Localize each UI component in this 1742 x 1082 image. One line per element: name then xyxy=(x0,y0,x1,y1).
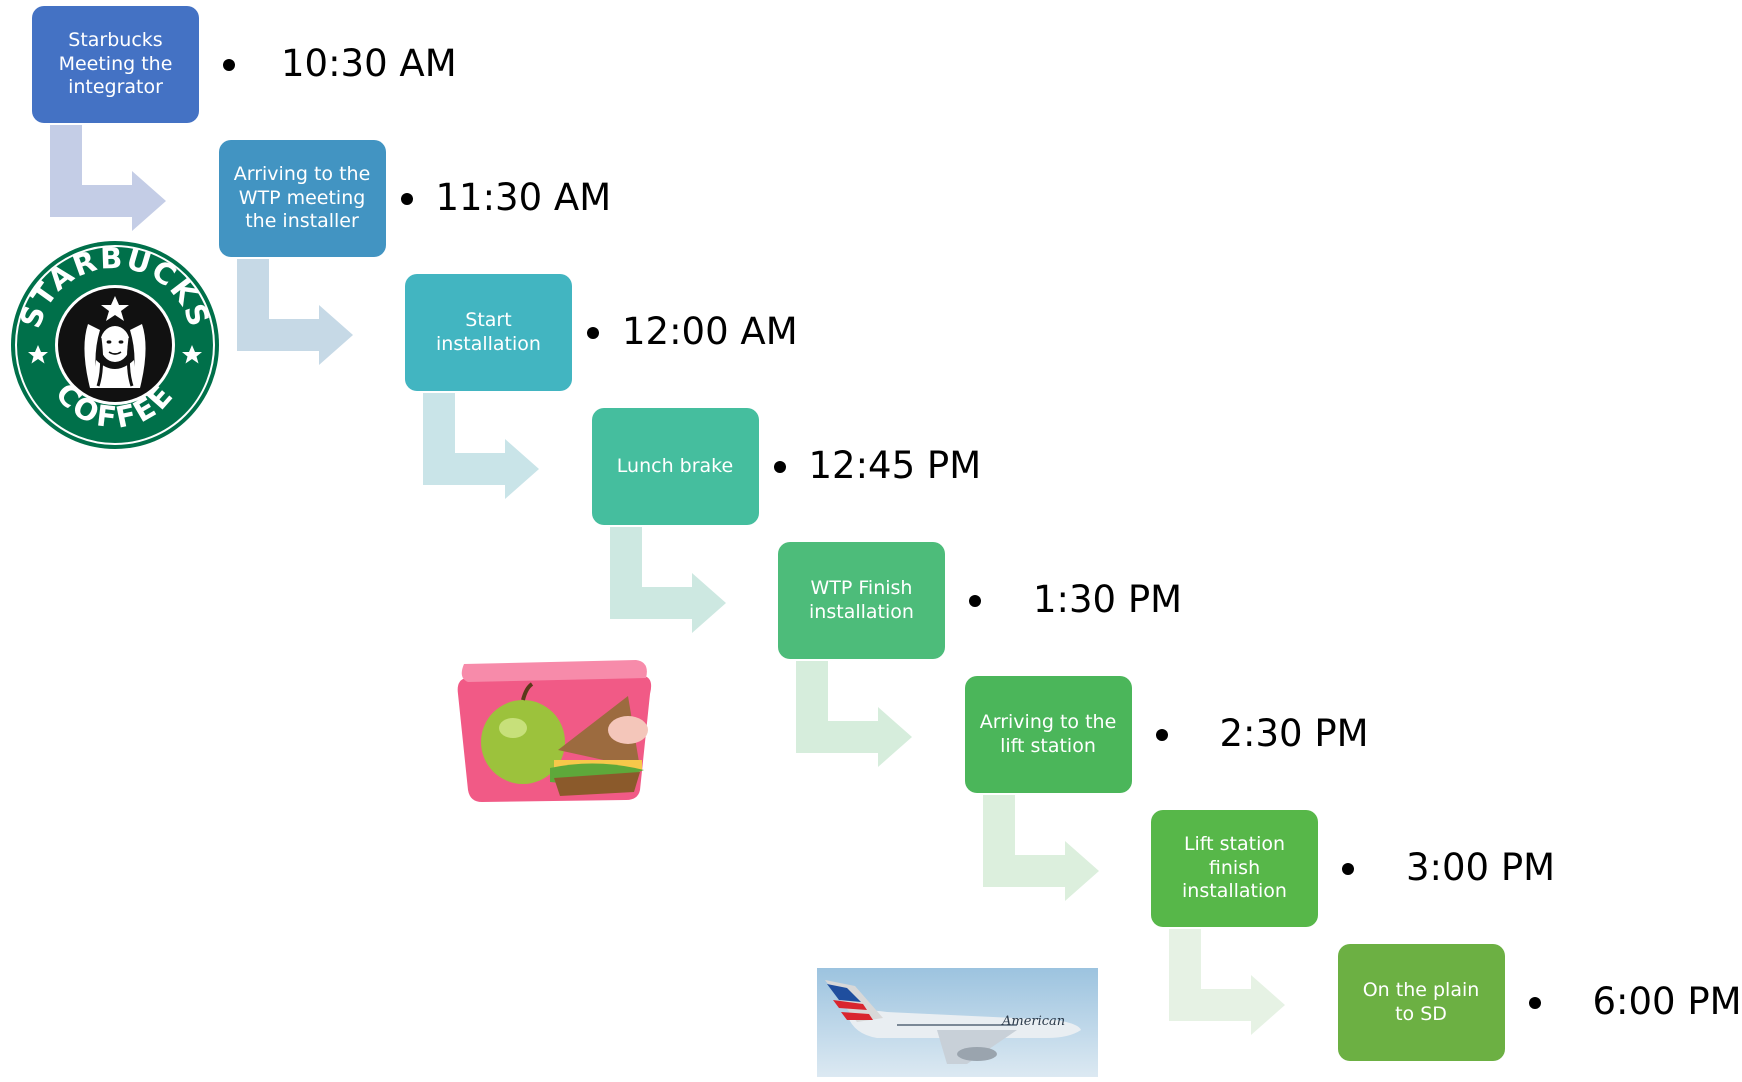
bent-arrow xyxy=(609,527,726,633)
bent-arrow xyxy=(50,125,166,231)
step-time: 2:30 PM xyxy=(1219,711,1369,755)
step-box: WTP Finish installation xyxy=(778,542,945,659)
step-time: 10:30 AM xyxy=(281,41,457,85)
step-box: Lunch brake xyxy=(591,408,759,525)
step-box: Arriving to the WTP meeting the installe… xyxy=(218,140,386,257)
step-time: 3:00 PM xyxy=(1406,845,1556,889)
step-time: 11:30 AM xyxy=(435,175,612,219)
step-box: Start installation xyxy=(405,274,572,391)
bent-arrow xyxy=(796,661,912,767)
bullet-point xyxy=(1342,862,1354,875)
bullet-point xyxy=(1528,996,1541,1009)
bullet-point xyxy=(969,594,981,607)
step-time: 1:30 PM xyxy=(1033,577,1183,621)
step-box: Arriving to the lift station xyxy=(964,676,1132,793)
step-time: 6:00 PM xyxy=(1592,979,1742,1023)
bullet-point xyxy=(223,58,235,71)
bent-arrow xyxy=(236,259,353,365)
bent-arrow xyxy=(1169,929,1285,1035)
starbucks-logo: STARBUCKS COFFEE xyxy=(8,238,222,452)
lunchbox-photo xyxy=(428,640,686,812)
svg-text:American: American xyxy=(1001,1014,1065,1029)
bent-arrow xyxy=(982,795,1099,901)
bullet-point xyxy=(1155,728,1168,741)
step-time: 12:00 AM xyxy=(622,309,798,353)
step-box: Starbucks Meeting the integrator xyxy=(32,6,199,123)
bullet-point xyxy=(400,192,413,205)
step-time: 12:45 PM xyxy=(808,443,982,487)
airplane-photo: American xyxy=(817,968,1098,1077)
bullet-point xyxy=(773,460,786,473)
bent-arrow xyxy=(423,393,539,499)
step-box: Lift station finish installation xyxy=(1151,810,1318,927)
bullet-point xyxy=(587,326,599,339)
step-box: On the plain to SD xyxy=(1337,944,1505,1061)
